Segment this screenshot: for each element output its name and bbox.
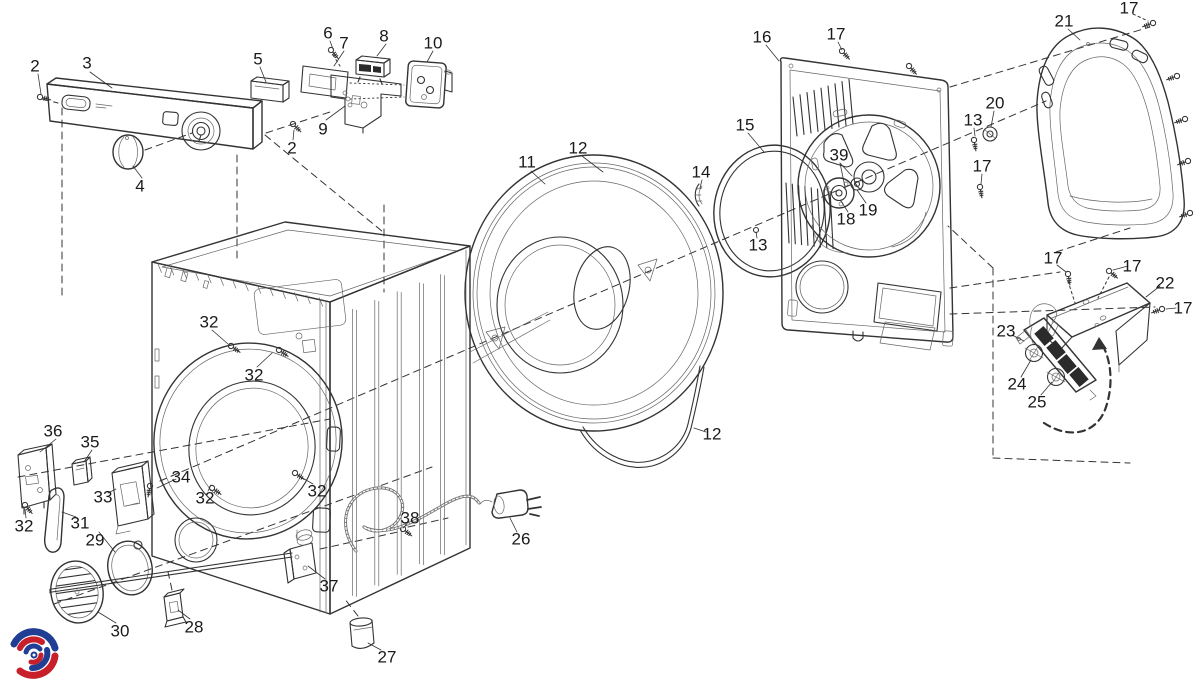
mounting-bracket-7	[300, 65, 353, 108]
brand-logo	[10, 628, 59, 679]
vent-slots-upper	[792, 78, 854, 137]
leveling-foot-27	[349, 617, 375, 649]
power-plug	[479, 489, 542, 519]
rear-cover	[1036, 19, 1194, 240]
mounting-bracket-9	[330, 74, 402, 134]
rotation-arrow	[1042, 342, 1112, 434]
control-knob	[112, 134, 144, 170]
drum-rollers	[823, 161, 885, 209]
leader-lines	[24, 28, 1177, 651]
handle-31	[43, 487, 65, 553]
rotation-arrowhead	[1092, 337, 1107, 350]
control-panel	[46, 77, 263, 170]
idler-bracket-37	[49, 529, 317, 594]
vent-slots-lower	[785, 182, 834, 250]
latch-strike-35	[71, 456, 93, 486]
drive-belt	[579, 365, 705, 468]
side-panel-ribs	[352, 274, 445, 597]
retainer-clip-14	[694, 183, 703, 207]
panel-bracket-5	[250, 76, 290, 103]
door-opening	[153, 342, 343, 540]
cabinet	[151, 221, 471, 615]
heater-element	[1015, 303, 1097, 401]
rear-bulkhead	[779, 46, 998, 351]
foot-clip-28	[163, 588, 187, 628]
latch-bracket-33	[111, 460, 155, 535]
push-switch-8	[355, 55, 391, 85]
timer-10	[405, 60, 453, 109]
projection-lines	[17, 13, 1156, 617]
heater-duct-opening	[873, 282, 942, 351]
thermostats	[1024, 343, 1066, 387]
vent-cover-29	[107, 540, 153, 596]
latch-bracket-36	[17, 443, 57, 515]
grommet-20	[982, 126, 998, 142]
power-cord	[344, 486, 542, 553]
screws	[20, 45, 341, 516]
drum	[464, 154, 724, 432]
